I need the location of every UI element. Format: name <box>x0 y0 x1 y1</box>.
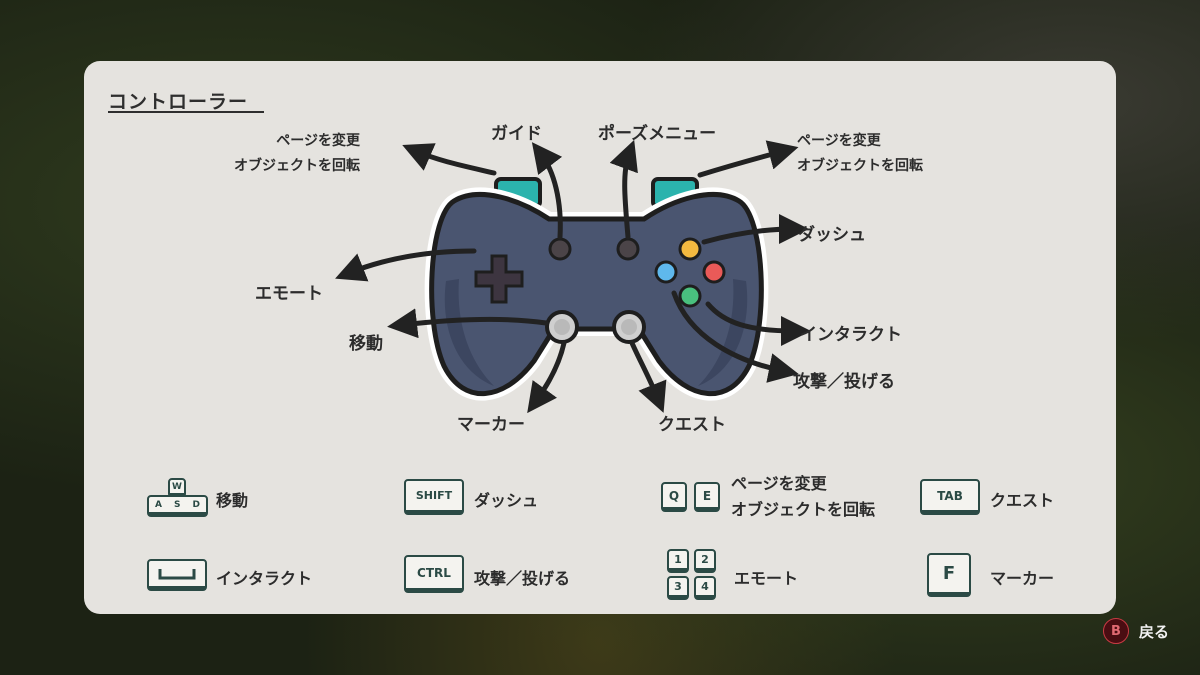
page-title: コントローラー <box>108 91 249 113</box>
legend-quest-label: クエスト <box>990 491 1055 510</box>
legend-marker-label: マーカー <box>990 569 1055 588</box>
legend-attack-label: 攻撃／投げる <box>474 569 571 588</box>
key-ctrl: CTRL <box>404 555 464 593</box>
label-right-bumper-line1: ページを変更 <box>797 133 881 149</box>
face-button-top-icon <box>678 237 702 261</box>
key-3: 3 <box>667 576 689 600</box>
arrow-interact <box>705 301 811 346</box>
space-bar-icon <box>158 568 196 579</box>
controller-diagram <box>335 139 811 414</box>
legend-dash-label: ダッシュ <box>474 491 539 510</box>
legend-page-change-line2: オブジェクトを回転 <box>731 500 876 519</box>
dpad-icon <box>474 254 524 304</box>
back-button[interactable]: B 戻る <box>1103 618 1169 644</box>
key-a: A <box>155 499 162 510</box>
arrow-guide <box>531 142 563 240</box>
label-move: 移動 <box>349 334 383 354</box>
label-right-bumper: ページを変更 オブジェクトを回転 <box>797 129 923 179</box>
gamepad-icon <box>424 187 769 401</box>
label-guide: ガイド <box>491 124 542 144</box>
legend-page-change-line1: ページを変更 <box>731 474 827 493</box>
legend-page-change-label: ページを変更 オブジェクトを回転 <box>731 471 875 523</box>
label-dash: ダッシュ <box>798 225 866 245</box>
label-left-bumper-line2: オブジェクトを回転 <box>234 158 360 174</box>
legend-interact-label: インタラクト <box>216 569 313 588</box>
label-interact: インタラクト <box>800 325 902 345</box>
label-emote: エモート <box>255 284 323 304</box>
label-quest: クエスト <box>658 415 726 435</box>
key-f: F <box>927 553 971 597</box>
label-left-bumper-line1: ページを変更 <box>276 133 360 149</box>
controls-panel: コントローラー <box>84 61 1116 614</box>
title-underline <box>108 111 264 113</box>
pause-button-icon <box>616 237 640 261</box>
key-tab: TAB <box>920 479 980 515</box>
arrow-right-bumper <box>697 140 799 178</box>
arrow-attack <box>671 290 799 383</box>
label-left-bumper: ページを変更 オブジェクトを回転 <box>234 129 360 179</box>
face-button-bottom-icon <box>678 284 702 308</box>
right-stick-inner <box>621 319 637 335</box>
label-pause-menu: ポーズメニュー <box>598 124 717 144</box>
face-button-left-icon <box>654 260 678 284</box>
legend-emote-label: エモート <box>734 569 799 588</box>
key-2: 2 <box>694 549 716 573</box>
key-space <box>147 559 207 591</box>
arrow-left-bumper <box>402 143 497 176</box>
arrow-emote <box>335 248 477 282</box>
label-attack-throw: 攻撃／投げる <box>793 372 895 392</box>
key-shift: SHIFT <box>404 479 464 515</box>
key-asd: A S D <box>147 495 208 517</box>
arrow-move <box>387 308 549 339</box>
arrow-quest <box>629 340 667 413</box>
key-s: S <box>173 499 181 510</box>
key-e: E <box>694 482 720 512</box>
callout-arrows <box>335 139 811 414</box>
face-button-right-icon <box>702 260 726 284</box>
guide-button-icon <box>548 237 572 261</box>
b-button-icon: B <box>1103 618 1129 644</box>
key-1: 1 <box>667 549 689 573</box>
label-right-bumper-line2: オブジェクトを回転 <box>797 158 923 174</box>
key-d: D <box>192 499 200 510</box>
arrow-pause <box>609 139 638 240</box>
back-label: 戻る <box>1139 622 1170 641</box>
legend-move-label: 移動 <box>216 491 249 510</box>
left-stick-inner <box>554 319 570 335</box>
arrow-marker <box>527 340 567 414</box>
label-marker: マーカー <box>457 415 525 435</box>
key-4: 4 <box>694 576 716 600</box>
arrow-dash <box>701 214 809 245</box>
key-q: Q <box>661 482 687 512</box>
